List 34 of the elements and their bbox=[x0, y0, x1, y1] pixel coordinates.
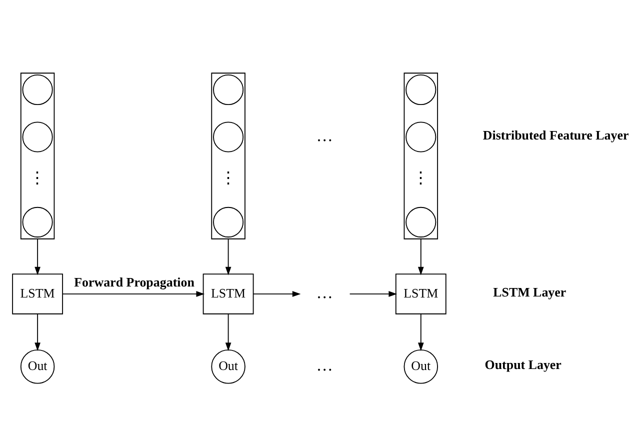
arrow bbox=[34, 238, 40, 275]
node-circle: Out bbox=[20, 349, 55, 384]
arrow bbox=[34, 312, 40, 350]
label: … bbox=[316, 355, 333, 374]
label: ⋮ bbox=[29, 168, 46, 188]
node-circle bbox=[406, 206, 436, 237]
node-box: LSTM bbox=[12, 273, 64, 314]
arrow bbox=[418, 238, 424, 275]
edge-label: Forward Propagation bbox=[74, 274, 194, 290]
node-circle bbox=[213, 206, 244, 237]
node-box: LSTM bbox=[395, 273, 446, 314]
label: Distributed Feature Layer bbox=[482, 127, 629, 142]
arrow bbox=[349, 290, 398, 296]
node-circle bbox=[22, 121, 53, 152]
arrow bbox=[225, 312, 232, 350]
arrow bbox=[62, 290, 205, 296]
label: ⋮ bbox=[220, 168, 237, 188]
label: … bbox=[316, 126, 333, 145]
arrow bbox=[418, 312, 424, 350]
arrow bbox=[225, 238, 232, 275]
label: ⋮ bbox=[412, 168, 430, 188]
label: Output Layer bbox=[484, 356, 562, 372]
node-circle: Out bbox=[211, 349, 246, 384]
node-circle: Out bbox=[404, 349, 438, 384]
arrow bbox=[253, 290, 301, 296]
node-circle bbox=[22, 74, 53, 105]
node-circle bbox=[213, 121, 244, 152]
node-text: … bbox=[316, 282, 333, 302]
node-circle bbox=[406, 121, 436, 152]
node-circle bbox=[406, 74, 436, 105]
node-circle bbox=[22, 206, 53, 237]
node-box: LSTM bbox=[202, 273, 254, 314]
node-circle bbox=[213, 74, 244, 105]
label: LSTM Layer bbox=[493, 284, 566, 299]
